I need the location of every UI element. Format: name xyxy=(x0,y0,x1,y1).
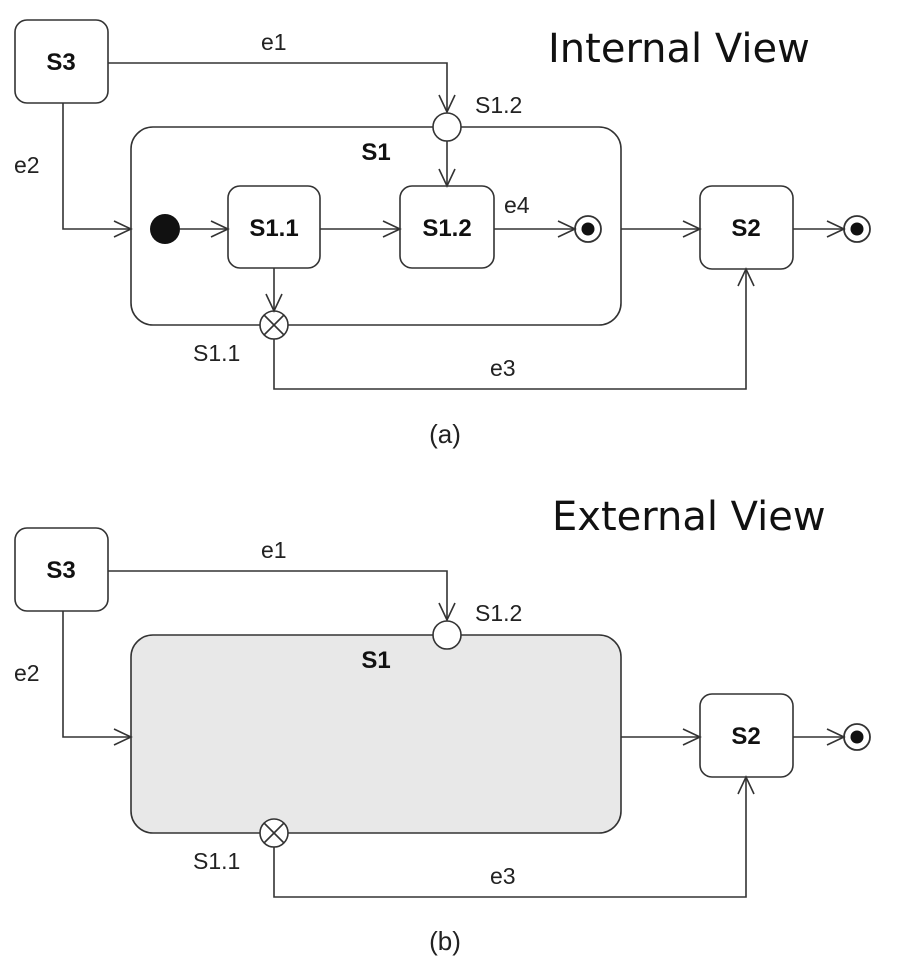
transition-e4-arrowhead xyxy=(557,220,577,238)
state-s1-1-label: S1.1 xyxy=(249,215,298,242)
entry-point-b[interactable] xyxy=(432,620,462,650)
transition-e3-arrowhead xyxy=(737,267,755,287)
transition-e1-b[interactable] xyxy=(108,570,448,620)
transition-s1-to-s2-arrowhead xyxy=(682,220,702,238)
transition-e1-b-arrowhead xyxy=(438,602,456,622)
entry-point[interactable] xyxy=(432,112,462,142)
panel-a-caption: (a) xyxy=(429,419,461,449)
inner-final-state-dot xyxy=(581,222,595,236)
transition-e3-b-label: e3 xyxy=(490,863,516,889)
transition-e2[interactable] xyxy=(62,103,131,230)
transition-e1-label: e1 xyxy=(261,29,287,55)
transition-e2-b[interactable] xyxy=(62,611,131,738)
transition-s1-to-s2-b-arrowhead xyxy=(682,728,702,746)
composite-state-s1[interactable] xyxy=(130,126,622,326)
exit-point-b-label: S1.1 xyxy=(193,848,240,874)
panel-b-caption: (b) xyxy=(429,926,461,956)
transition-e2-b-label: e2 xyxy=(14,660,40,686)
state-s3-b[interactable] xyxy=(14,527,109,612)
transition-e1-arrowhead xyxy=(438,94,456,114)
state-s3-label: S3 xyxy=(46,49,75,76)
state-s3-b-label: S3 xyxy=(46,557,75,584)
exit-point-b-cross-2 xyxy=(263,822,285,844)
state-s3[interactable] xyxy=(14,19,109,104)
entry-point-b-label: S1.2 xyxy=(475,600,522,626)
transition-e3-b-arrowhead xyxy=(737,775,755,795)
panel-b-view-title: External View xyxy=(552,494,826,540)
composite-s1-label: S1 xyxy=(361,139,390,166)
state-s2-label: S2 xyxy=(731,215,760,242)
transition-s1-1-to-s1-2-arrowhead xyxy=(382,220,402,238)
transition-e3[interactable] xyxy=(273,269,747,390)
transition-e2-label: e2 xyxy=(14,152,40,178)
transition-e1[interactable] xyxy=(108,62,448,112)
transition-s1-1-to-exit-arrowhead xyxy=(265,293,283,313)
initial-pseudostate xyxy=(150,214,180,244)
composite-state-s1-collapsed[interactable] xyxy=(130,634,622,834)
transition-entry-to-s1-2-arrowhead xyxy=(438,168,456,188)
entry-point-label: S1.2 xyxy=(475,92,522,118)
transition-s2-to-final-arrowhead xyxy=(826,220,846,238)
exit-point-cross-2 xyxy=(263,314,285,336)
state-s1-2-label: S1.2 xyxy=(422,215,471,242)
panel-a-view-title: Internal View xyxy=(548,26,810,72)
panel-b: External View S3 S1 S2 S1.2 S1.1 e1 e2 xyxy=(14,494,871,956)
transition-e2-arrowhead xyxy=(113,220,133,238)
state-s2-b-label: S2 xyxy=(731,723,760,750)
transition-s2-to-final-b-arrowhead xyxy=(826,728,846,746)
transition-initial-arrowhead xyxy=(210,220,230,238)
panel-a: Internal View S3 S1 S1.1 S1.2 S2 S1.2 S1… xyxy=(14,19,871,449)
exit-point-label: S1.1 xyxy=(193,340,240,366)
final-state-dot xyxy=(850,222,864,236)
transition-e4-label: e4 xyxy=(504,192,530,218)
final-state-b-dot xyxy=(850,730,864,744)
transition-e3-label: e3 xyxy=(490,355,516,381)
transition-e1-b-label: e1 xyxy=(261,537,287,563)
transition-e2-b-arrowhead xyxy=(113,728,133,746)
composite-s1-b-label: S1 xyxy=(361,647,390,674)
transition-e3-b[interactable] xyxy=(273,777,747,898)
